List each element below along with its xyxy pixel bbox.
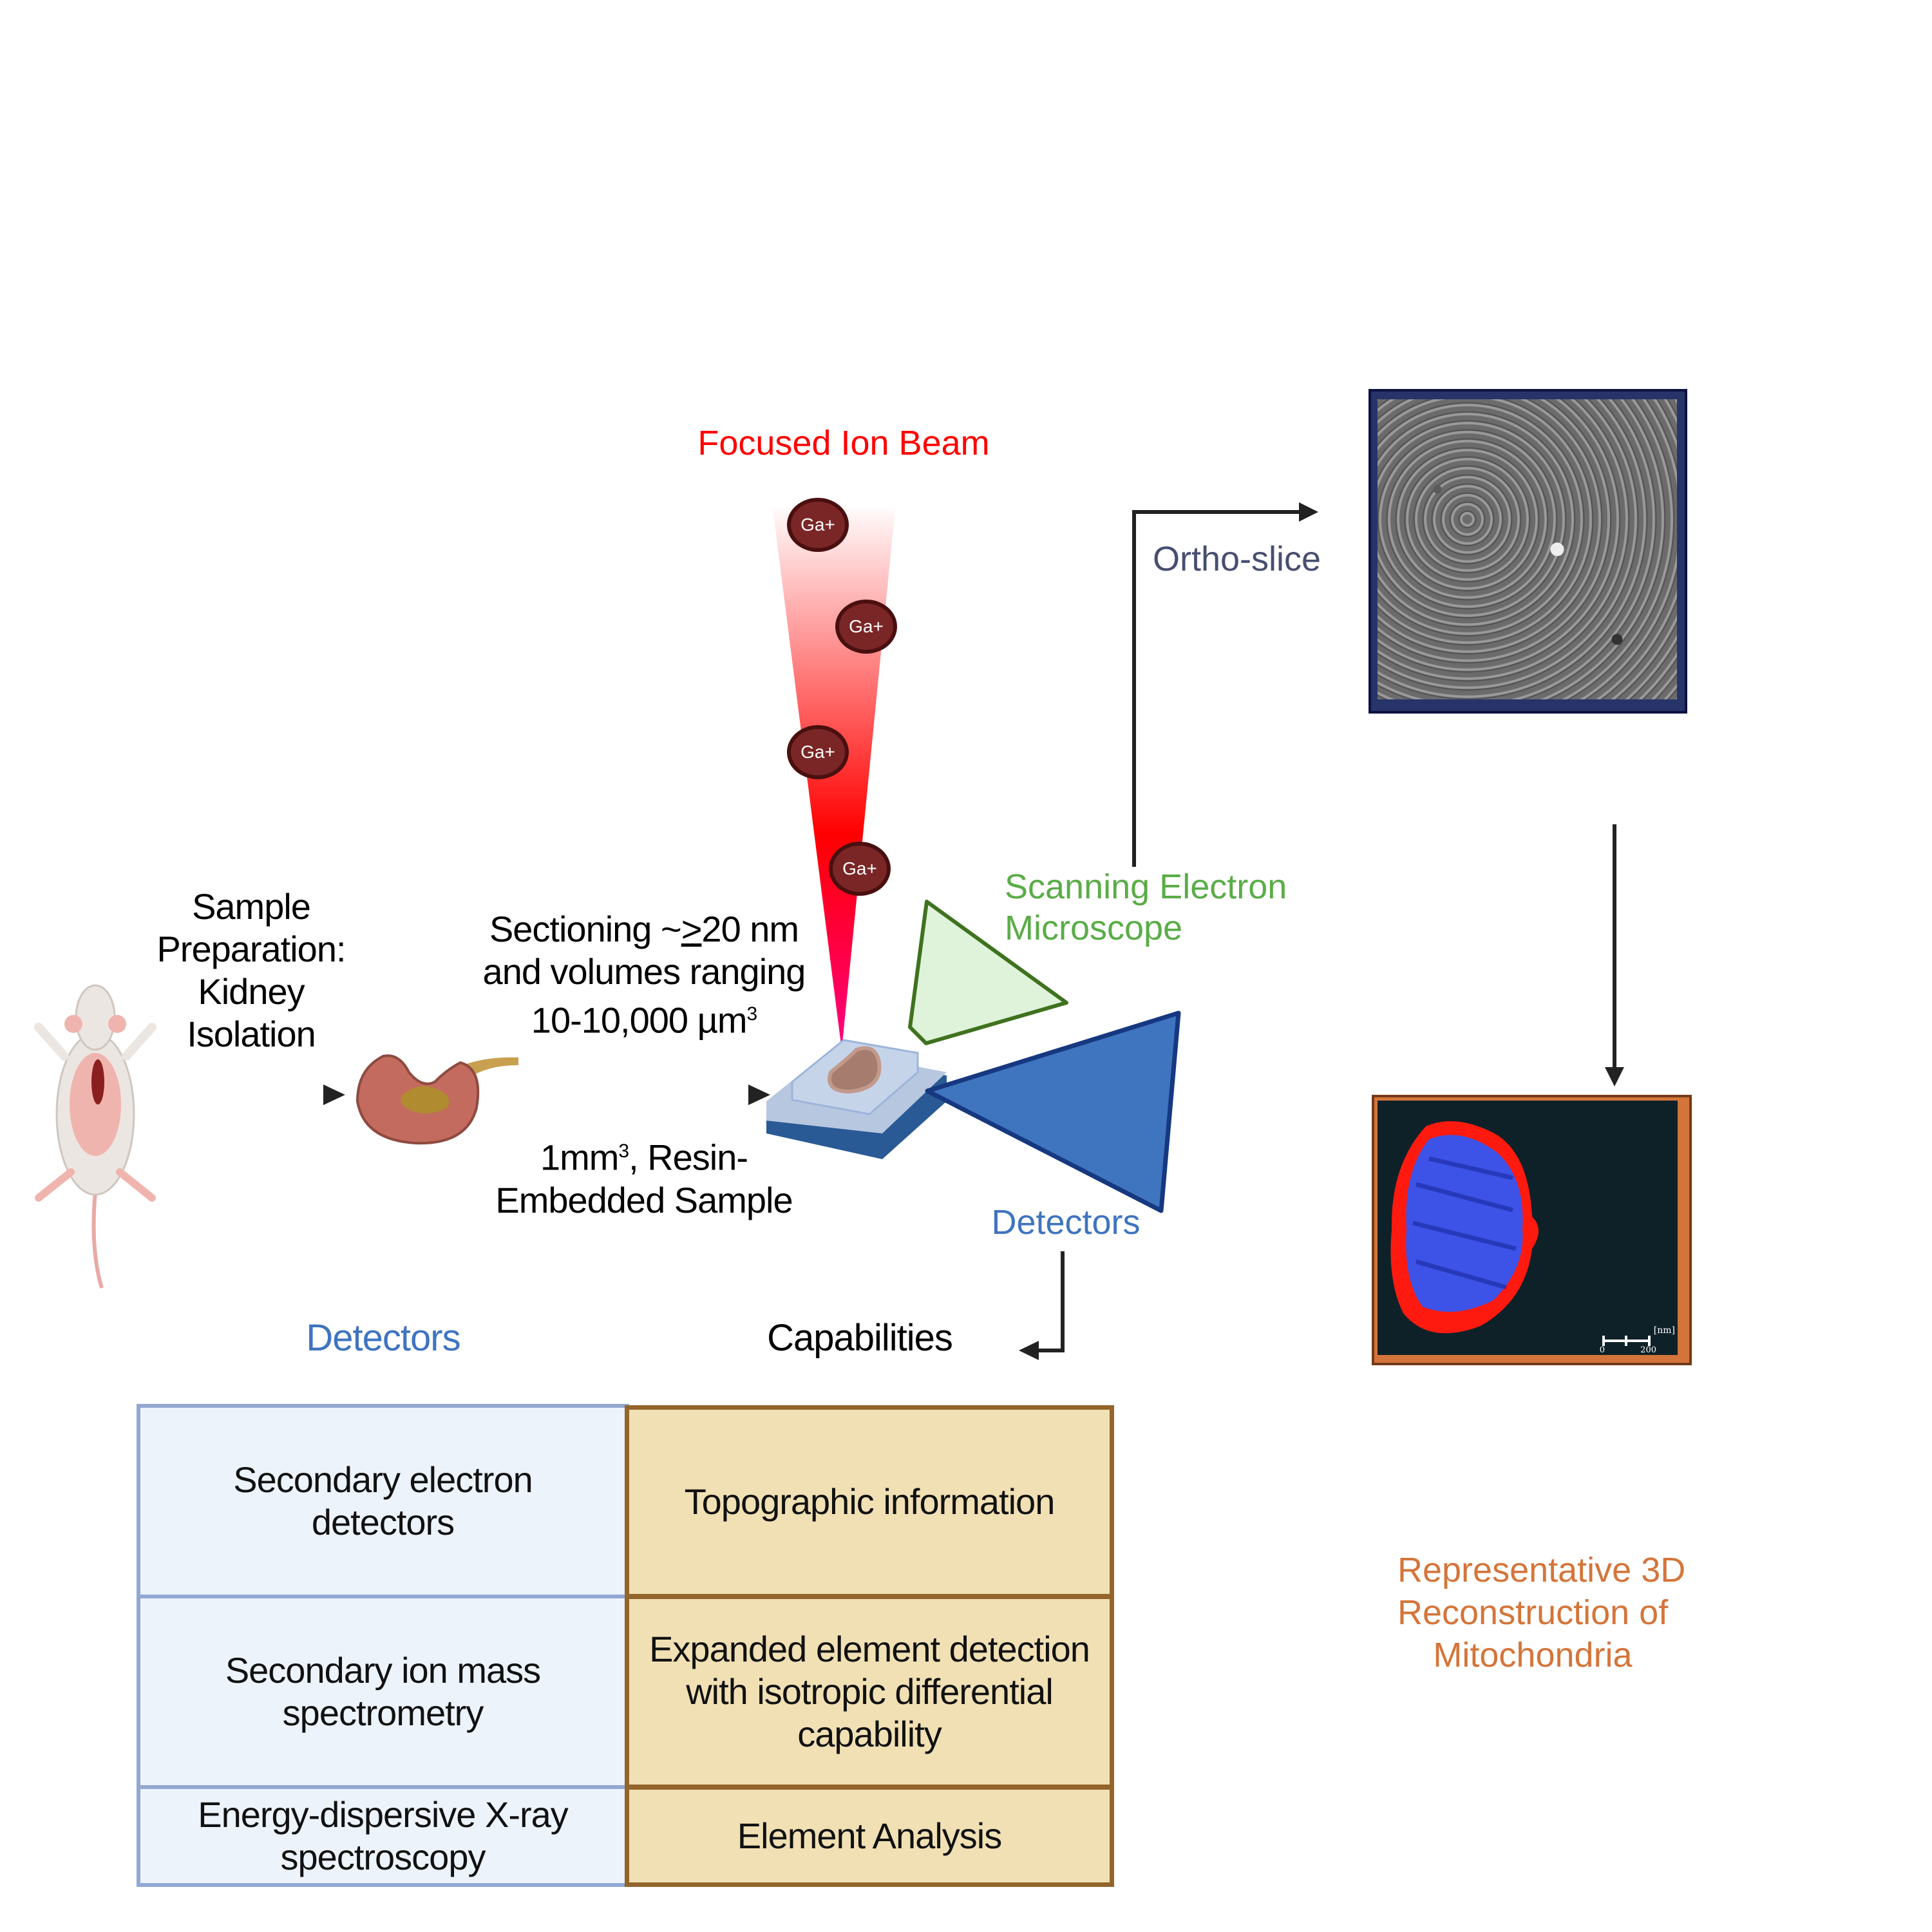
arrow-detectors-to-table: [1019, 1251, 1065, 1360]
capability-text: Element Analysis: [737, 1815, 1002, 1856]
scale-end: 200: [1640, 1345, 1656, 1355]
superscript-3: 3: [746, 1003, 758, 1025]
scale-bar: [1602, 1336, 1651, 1346]
mouse-ear-right: [108, 1015, 126, 1033]
mouse-incision: [91, 1059, 104, 1104]
superscript-3: 3: [618, 1141, 629, 1162]
detectors-label: Detectors: [991, 1203, 1141, 1242]
sectioning-line-1: Sectioning ~>20 nm: [451, 908, 837, 951]
mouse-illustration: [34, 984, 156, 1289]
arrow-orthoslice-to-3d: [1605, 824, 1624, 1086]
sample-line-1: 1mm3, Resin-: [464, 1130, 824, 1179]
em-micrograph: [1378, 399, 1677, 699]
caption-line-3: Mitochondria: [1433, 1636, 1633, 1674]
sample-prep-line-4: Isolation: [187, 1014, 316, 1054]
arrowhead-icon: [1605, 1067, 1624, 1086]
arrowhead-icon: [748, 1084, 770, 1105]
mouse-tail: [91, 1191, 104, 1289]
table-cell-capability: Topographic information: [625, 1405, 1114, 1598]
sectioning-line-3: 10-10,000 µm3: [451, 993, 837, 1042]
mouse-leg-left: [35, 1168, 75, 1202]
ga-ion: Ga+: [835, 600, 897, 654]
volume-range: 10-10,000 µm: [531, 999, 748, 1041]
sem-label-line-2: Microscope: [1005, 909, 1183, 947]
ga-ion: Ga+: [829, 842, 891, 896]
ga-ion: Ga+: [787, 725, 849, 779]
sample-size: 1mm: [540, 1137, 619, 1178]
ortho-slice-label: Ortho-slice: [1153, 540, 1321, 578]
sectioning-label: Sectioning ~>20 nm and volumes ranging 1…: [451, 908, 837, 1042]
table-cell-detector: Secondary electron detectors: [137, 1404, 629, 1598]
caption-line-1: Representative 3D: [1397, 1551, 1686, 1589]
sample-prep-line-1: Sample: [192, 886, 311, 927]
arrowhead-icon: [323, 1084, 345, 1105]
sample-label: 1mm3, Resin- Embedded Sample: [464, 1130, 824, 1222]
arrow-mouse-to-kidney: [155, 1084, 345, 1105]
table-cell-capability: Expanded element detection with isotropi…: [625, 1595, 1114, 1789]
capability-text: Topographic information: [684, 1481, 1056, 1522]
reconstruction-caption: Representative 3D Reconstruction of Mito…: [1397, 1549, 1686, 1676]
mitochondria-3d-image: [nm] 0 200: [1372, 1095, 1692, 1365]
sample-prep-label: Sample Preparation: Kidney Isolation: [122, 886, 380, 1056]
table-header-capabilities: Capabilities: [767, 1317, 953, 1359]
sem-label: Scanning Electron Microscope: [1005, 866, 1287, 949]
sectioning-text-a: Sectioning ~: [489, 909, 682, 949]
mouse-head: [75, 984, 116, 1051]
em-ortho-slice-image: [1368, 389, 1687, 714]
arrow-sem-to-orthoslice: [1132, 502, 1318, 867]
table-cell-detector: Energy-dispersive X-ray spectroscopy: [137, 1785, 629, 1887]
kidney-illustration: [355, 1054, 518, 1145]
kidney-pelvis: [401, 1086, 450, 1113]
mitochondrion-render: [1390, 1121, 1539, 1334]
caption-line-2: Reconstruction of: [1397, 1593, 1669, 1632]
sectioning-line-2: and volumes ranging: [482, 951, 806, 992]
table-cell-detector: Secondary ion mass spectrometry: [137, 1595, 629, 1789]
mouse-ear-left: [64, 1015, 82, 1033]
sectioning-text-b: 20 nm: [701, 909, 799, 949]
detector-text: Secondary ion mass spectrometry: [225, 1650, 541, 1733]
mouse-leg-right: [116, 1168, 156, 1202]
sample-prep-line-2: Preparation:: [156, 929, 346, 969]
sem-label-line-1: Scanning Electron: [1005, 867, 1287, 906]
sample-prep-line-3: Kidney: [198, 971, 305, 1012]
fib-title: Focused Ion Beam: [697, 424, 990, 462]
sample-resin: , Resin-: [629, 1137, 748, 1178]
mouse-belly: [70, 1053, 121, 1156]
resin-sample-block: [766, 1039, 947, 1159]
sample-line-2: Embedded Sample: [495, 1179, 793, 1220]
detector-text: Energy-dispersive X-ray spectroscopy: [198, 1794, 569, 1877]
scale-start: 0: [1599, 1345, 1605, 1355]
capability-text: Expanded element detection with isotropi…: [649, 1629, 1090, 1754]
table-cell-capability: Element Analysis: [625, 1785, 1114, 1887]
arrowhead-icon: [1019, 1341, 1039, 1360]
scale-unit: [nm]: [1653, 1325, 1675, 1336]
tissue-sample: [828, 1046, 882, 1094]
mouse-arm-left: [34, 1023, 69, 1061]
arrow-kidney-to-sample: [528, 1084, 770, 1105]
gte-symbol: >: [681, 909, 703, 949]
reconstruction-viewport: [nm] 0 200: [1378, 1101, 1678, 1355]
table-header-detectors: Detectors: [306, 1317, 460, 1359]
ga-ion: Ga+: [787, 498, 849, 552]
arrowhead-icon: [1299, 502, 1318, 522]
detector-shape: [925, 1010, 1181, 1213]
sem-column-shape: [908, 900, 1068, 1045]
mouse-arm-right: [122, 1023, 156, 1061]
detector-text: Secondary electron detectors: [233, 1459, 533, 1542]
